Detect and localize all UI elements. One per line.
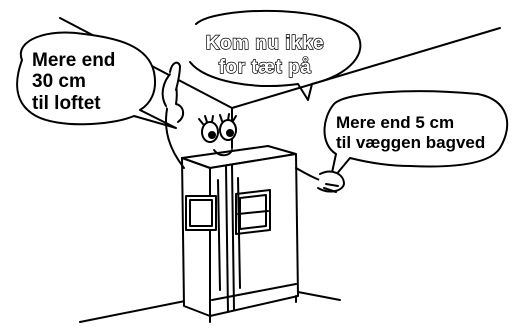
ceiling-clearance-line-3: til loftet <box>32 93 115 114</box>
ceiling-clearance-callout: Mere end 30 cm til loftet <box>32 50 115 114</box>
fridge-front <box>182 158 210 316</box>
ceiling-callout-line-1: Kom nu ikke <box>170 32 360 56</box>
left-pupil <box>209 132 215 138</box>
ceiling-clearance-line-2: 30 cm <box>32 71 115 92</box>
right-pupil <box>227 130 233 136</box>
ceiling-callout-line-2: for tæt på <box>170 56 360 80</box>
wall-clearance-line-1: Mere end 5 cm <box>336 113 485 133</box>
right-lashes <box>220 114 236 121</box>
floor-line-right <box>298 292 340 300</box>
wall-clearance-line-2: til væggen bagved <box>336 133 485 153</box>
right-hand <box>318 172 344 192</box>
ceiling-clearance-line-1: Mere end <box>32 50 115 71</box>
wall-clearance-callout: Mere end 5 cm til væggen bagved <box>336 113 485 154</box>
ceiling-callout: Kom nu ikke for tæt på <box>170 32 360 80</box>
floor-line-left <box>80 300 190 322</box>
